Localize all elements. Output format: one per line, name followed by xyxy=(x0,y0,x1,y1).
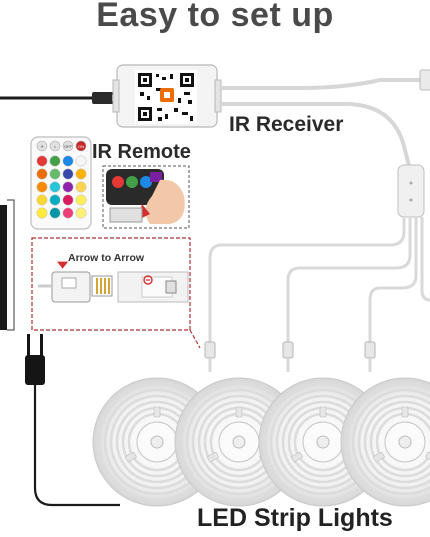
page-title: Easy to set up xyxy=(96,0,334,34)
remote-color-key xyxy=(36,194,48,206)
led-reel xyxy=(340,377,430,507)
remote-top-key: ☼ xyxy=(49,140,61,152)
remote-color-key xyxy=(62,207,74,219)
arrow-to-arrow-label: Arrow to Arrow xyxy=(68,252,145,264)
remote-color-key xyxy=(62,155,74,167)
remote-color-key xyxy=(49,155,61,167)
strip-connectors xyxy=(204,341,376,359)
remote-color-key xyxy=(62,168,74,180)
remote-color-key xyxy=(75,207,87,219)
remote-battery-illustration xyxy=(102,165,190,229)
ir-receiver-controller xyxy=(112,64,222,128)
cable-splitter xyxy=(397,164,425,218)
led-strip-reels xyxy=(92,377,430,507)
power-plug xyxy=(25,334,120,507)
remote-color-key xyxy=(75,194,87,206)
svg-text:☼: ☼ xyxy=(53,144,57,149)
remote-color-key xyxy=(36,168,48,180)
svg-text:OFF: OFF xyxy=(64,144,73,149)
ir-receiver-label: IR Receiver xyxy=(229,113,344,136)
remote-color-key xyxy=(49,207,61,219)
svg-text:☀: ☀ xyxy=(40,144,44,149)
remote-color-key xyxy=(75,181,87,193)
ir-remote-label: IR Remote xyxy=(92,141,191,163)
splitter-cables xyxy=(208,217,430,345)
remote-color-key xyxy=(62,181,74,193)
remote-color-key xyxy=(75,155,87,167)
remote-top-key: OFF xyxy=(62,140,74,152)
remote-color-key xyxy=(36,181,48,193)
controller-cables xyxy=(221,78,430,171)
remote-color-key xyxy=(75,168,87,180)
power-cable xyxy=(0,92,118,104)
remote-color-key xyxy=(62,194,74,206)
svg-text:ON: ON xyxy=(78,144,84,149)
remote-color-key xyxy=(49,181,61,193)
connector-illustration xyxy=(31,237,201,349)
led-strip-lights-label: LED Strip Lights xyxy=(197,504,393,532)
remote-color-key xyxy=(36,207,48,219)
remote-color-key xyxy=(36,155,48,167)
remote-color-key xyxy=(49,168,61,180)
remote-top-key: ☀ xyxy=(36,140,48,152)
power-adapter-body xyxy=(0,205,7,330)
remote-color-key xyxy=(49,194,61,206)
remote-top-key: ON xyxy=(75,140,87,152)
ir-remote: ☀ ☼ OFF ON xyxy=(30,136,92,230)
